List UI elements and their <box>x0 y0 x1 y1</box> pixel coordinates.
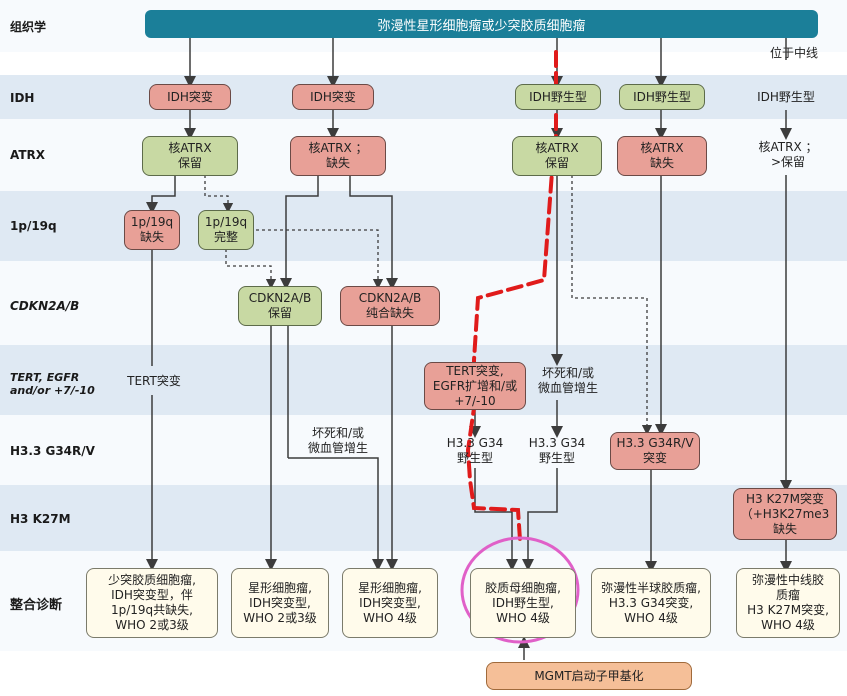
diagnosis-astrocytoma-grade4: 星形细胞瘤, IDH突变型, WHO 4级 <box>342 568 438 638</box>
band-h33 <box>0 415 847 485</box>
node-idh-wildtype-3: IDH野生型 <box>757 90 815 104</box>
diagnosis-oligodendroglioma: 少突胶质细胞瘤, IDH突变型，伴 1p/19q共缺失, WHO 2或3级 <box>86 568 218 638</box>
row-label-h33: H3.3 G34R/V <box>10 444 95 458</box>
node-atrx-retained-2: 核ATRX 保留 <box>512 136 602 176</box>
node-cdkn-deleted: CDKN2A/B 纯合缺失 <box>340 286 440 326</box>
node-cdkn-retained: CDKN2A/B 保留 <box>238 286 322 326</box>
diagnosis-glioblastoma: 胶质母细胞瘤, IDH野生型, WHO 4级 <box>470 568 576 638</box>
row-label-histology: 组织学 <box>10 19 47 34</box>
row-label-diagnosis: 整合诊断 <box>10 597 63 613</box>
label-necrosis-2: 坏死和/或 微血管增生 <box>537 366 598 395</box>
band-h3k27m <box>0 485 847 551</box>
node-idh-mutant-1: IDH突变 <box>149 84 231 110</box>
node-h33-mutant: H3.3 G34R/V 突变 <box>610 432 700 470</box>
row-label-tert: TERT, EGFR and/or +7/-10 <box>10 371 95 397</box>
node-atrx-retained-1: 核ATRX 保留 <box>142 136 238 176</box>
label-h33-wildtype-1: H3.3 G34 野生型 <box>446 436 504 465</box>
node-1p19q-codeleted: 1p/19q 缺失 <box>124 210 180 250</box>
corner-note: 位于中线 <box>770 46 819 60</box>
node-atrx-lost-2: 核ATRX 缺失 <box>617 136 707 176</box>
row-label-1p19q: 1p/19q <box>10 219 57 233</box>
diagnosis-astrocytoma-grade23: 星形细胞瘤, IDH突变型, WHO 2或3级 <box>231 568 329 638</box>
node-atrx-retained-3: 核ATRX ； >保留 <box>758 140 818 169</box>
node-tert-egfr: TERT突变, EGFR扩增和/或 +7/-10 <box>424 362 526 410</box>
node-atrx-lost-1: 核ATRX ； 缺失 <box>290 136 386 176</box>
band-idh <box>0 75 847 119</box>
label-necrosis-1: 坏死和/或 微血管增生 <box>307 426 368 455</box>
row-label-idh: IDH <box>10 91 35 105</box>
node-idh-mutant-2: IDH突变 <box>292 84 374 110</box>
node-idh-wildtype-1: IDH野生型 <box>515 84 601 110</box>
histology-header: 弥漫性星形细胞瘤或少突胶质细胞瘤 <box>145 10 818 38</box>
label-tert-mutant: TERT突变 <box>127 374 181 388</box>
label-h33-wildtype-2: H3.3 G34 野生型 <box>528 436 586 465</box>
row-label-atrx: ATRX <box>10 148 46 162</box>
node-1p19q-intact: 1p/19q 完整 <box>198 210 254 250</box>
band-tert <box>0 345 847 415</box>
node-h3k27m: H3 K27M突变 （+H3K27me3 缺失 <box>733 488 837 540</box>
node-mgmt-methylation: MGMT启动子甲基化 <box>486 662 692 690</box>
node-idh-wildtype-2: IDH野生型 <box>619 84 705 110</box>
row-label-cdkn: CDKN2A/B <box>10 299 80 313</box>
row-label-h3k27m: H3 K27M <box>10 512 71 526</box>
diagnosis-hemispheric-glioma: 弥漫性半球胶质瘤, H3.3 G34突变, WHO 4级 <box>591 568 711 638</box>
diagnosis-midline-glioma: 弥漫性中线胶 质瘤 H3 K27M突变, WHO 4级 <box>736 568 840 638</box>
